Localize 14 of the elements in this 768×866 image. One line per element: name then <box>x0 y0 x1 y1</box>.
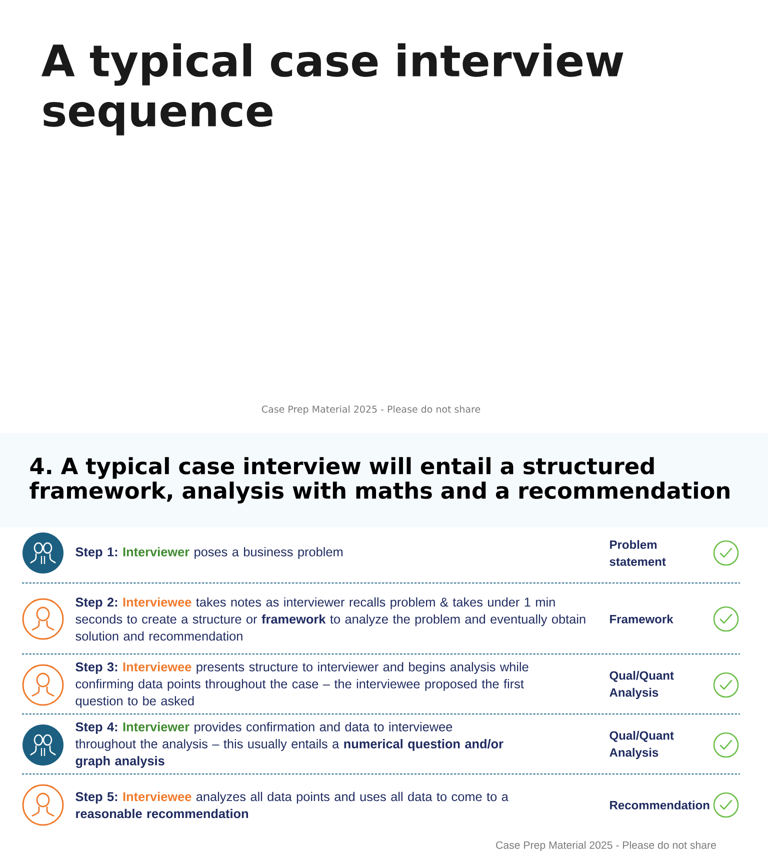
stage-label: Framework <box>610 614 674 624</box>
step-description: Step 2: Interviewee takes notes as interviewer recalls problem & takes under 1 min seconds to create a structure or framework to analyze the problem and eventually obtain solution and recommendation <box>76 597 586 641</box>
step-description: Step 1: Interviewer poses a business problem <box>76 547 342 559</box>
stage-label: Qual/Quant Analysis <box>610 670 674 700</box>
stage-label: Recommendation <box>610 800 710 810</box>
heading-band: 4. A typical case interview will entail a structured framework, analysis with maths and a recommendation <box>0 433 768 528</box>
footer-note: Case Prep Material 2025 - Please do not share <box>262 405 480 415</box>
step-description: Step 4: Interviewer provides confirmation and data to interviewee throughout the analysis – this usually entails a numerical question and/or graph analysis <box>75 722 504 768</box>
footer-note: Case Prep Material 2025 - Please do not share <box>496 841 716 851</box>
stage-label: Problem statement <box>610 540 666 566</box>
stage-label: Qual/Quant Analysis <box>610 730 674 760</box>
step-description: Step 5: Interviewee analyzes all data points and uses all data to come to a reasonable recommendation <box>76 792 508 818</box>
page-title: A typical case interview sequence <box>41 43 624 136</box>
step-description: Step 3: Interviewee presents structure to interviewer and begins analysis while confirming data points throughout the case – the interviewee proposed the first question to be asked <box>76 662 528 708</box>
